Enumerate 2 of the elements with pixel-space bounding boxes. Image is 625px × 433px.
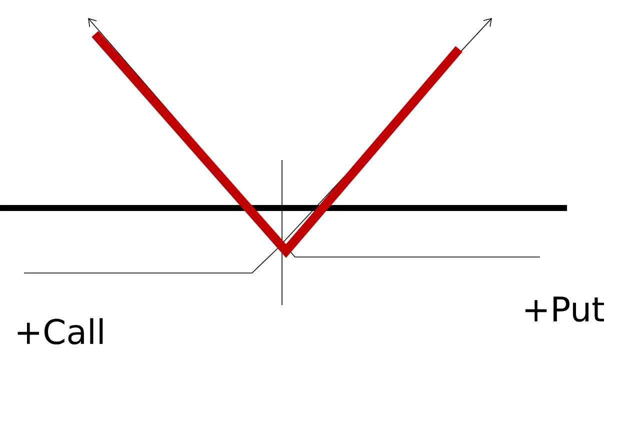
payoff-label: +Put	[525, 296, 604, 322]
payoff-label: +Call	[18, 318, 103, 344]
